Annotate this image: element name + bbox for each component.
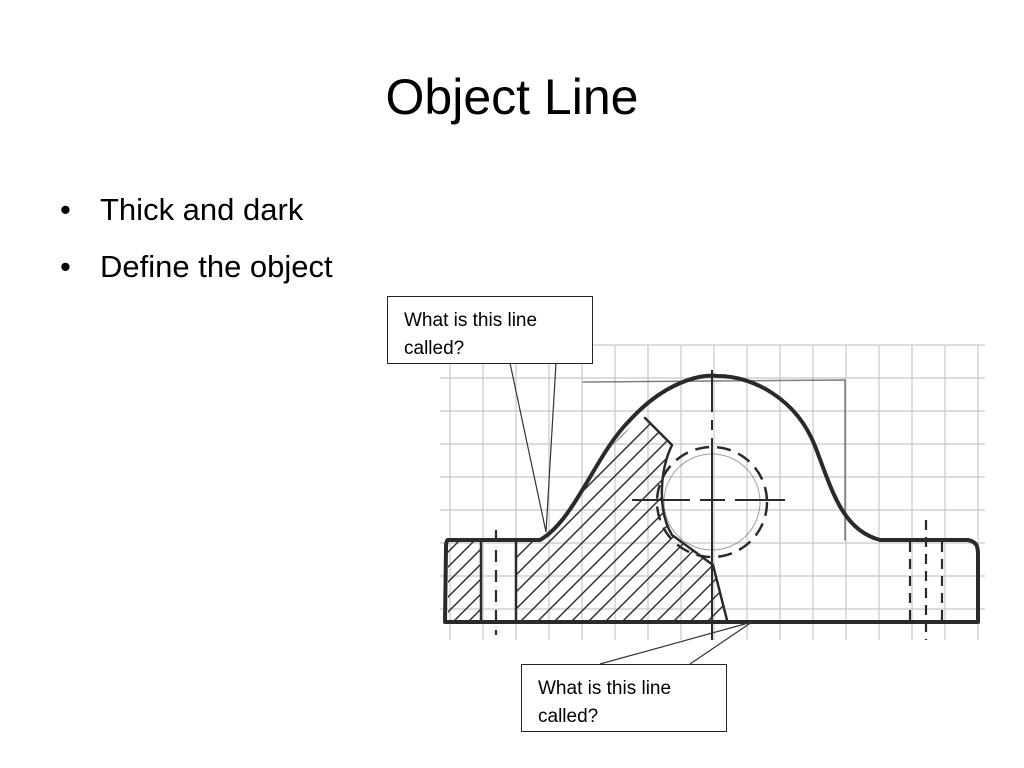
hatch-line (345, 535, 435, 625)
object-outline (443, 373, 980, 624)
hatch-line (516, 418, 692, 620)
leader-bottom (599, 621, 753, 665)
hatch-line (555, 535, 645, 625)
flange-hole-line (479, 538, 518, 622)
bullet-text: Define the object (100, 249, 333, 284)
hatch-line (315, 535, 405, 625)
hatch-line (738, 400, 963, 625)
hatch-line (516, 418, 709, 620)
hatch-line (448, 578, 481, 613)
hatch-line (806, 400, 1024, 625)
hatch-line (891, 400, 1024, 625)
object-line-outline (443, 373, 980, 624)
hatch-line (516, 418, 590, 620)
hatch-line (959, 400, 1024, 625)
upper-light-line (582, 379, 846, 541)
hatch-line (516, 418, 573, 620)
hatch-line (652, 418, 727, 620)
hatch-line (454, 593, 481, 620)
hidden-circle (655, 445, 769, 559)
hatch-line (942, 400, 1024, 625)
hatch-line (755, 400, 980, 625)
hatch-line (823, 400, 1024, 625)
bullet-dot-icon: • (60, 249, 71, 284)
hatch-line (510, 535, 600, 625)
hatch-line (516, 418, 556, 620)
hatch-line (525, 535, 615, 625)
hatch-line (789, 400, 1014, 625)
flange-hatching (300, 535, 645, 625)
hatch-line (448, 548, 481, 583)
hatch-line (703, 418, 727, 620)
hatch-line (618, 418, 727, 620)
hatch-line (550, 418, 727, 620)
hatch-line (874, 400, 1024, 625)
hatch-line (360, 535, 450, 625)
hatch-line (925, 400, 1024, 625)
hatch-line (516, 418, 641, 620)
slide-title: Object Line (385, 69, 639, 125)
section-hatching (516, 400, 1024, 625)
hidden-features (494, 370, 944, 640)
callout-top: What is this line called? (387, 296, 593, 364)
hatch-line (857, 400, 1024, 625)
bullet-dot-icon: • (60, 192, 71, 227)
bullet-list: • Thick and dark • Define the object (60, 186, 333, 300)
hatch-line (448, 563, 481, 598)
leader-lines (509, 362, 753, 665)
hidden-line-right-hole (908, 520, 944, 640)
hatch-line (976, 400, 1024, 625)
hatch-line (448, 540, 476, 568)
hatch-line (635, 418, 727, 620)
hatch-line (840, 400, 1024, 625)
bullet-item: • Define the object (60, 243, 333, 291)
hatch-line (516, 418, 726, 620)
hatch-line (516, 418, 607, 620)
hatch-line (495, 535, 585, 625)
hatch-line (516, 418, 658, 620)
hatch-line (540, 535, 630, 625)
callout-bottom: What is this line called? (521, 664, 727, 732)
hatch-line (300, 535, 390, 625)
hatch-line (448, 540, 461, 553)
hatch-line (669, 418, 727, 620)
bullet-text: Thick and dark (100, 192, 304, 227)
hatch-line (330, 535, 420, 625)
hatch-line (516, 418, 624, 620)
hatch-line (469, 608, 481, 620)
hatch-line (772, 400, 997, 625)
leader-top (509, 362, 557, 533)
hatch-line (516, 418, 727, 620)
break-line (643, 416, 729, 622)
bullet-item: • Thick and dark (60, 186, 333, 234)
